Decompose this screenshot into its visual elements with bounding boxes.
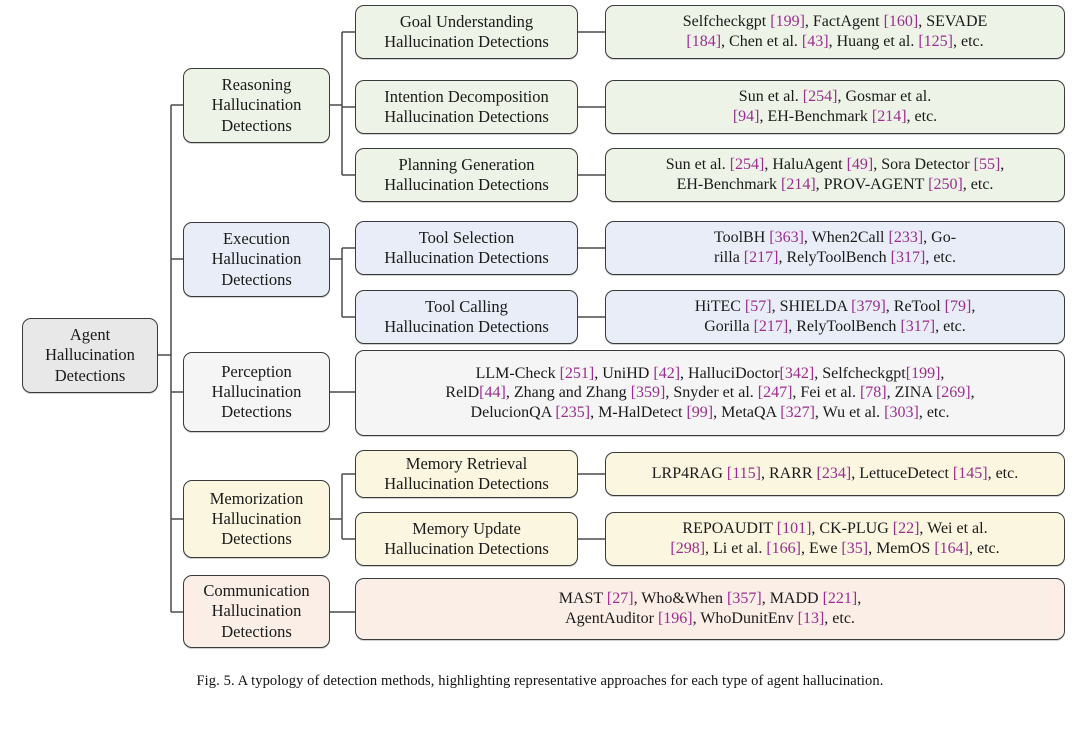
leaf-tool-selection-methods[interactable]: ToolBH [363], When2Call [233], Go-rilla …	[605, 221, 1065, 275]
node-goal-understanding-hallucination-detections[interactable]: Goal Understanding Hallucination Detecti…	[355, 5, 578, 59]
node-goal-understanding-label: Goal Understanding Hallucination Detecti…	[384, 11, 549, 51]
node-execution-label: Execution Hallucination Detections	[211, 229, 302, 289]
node-memory-retrieval-hallucination-detections[interactable]: Memory Retrieval Hallucination Detection…	[355, 450, 578, 498]
leaf-memory-update-methods[interactable]: REPOAUDIT [101], CK-PLUG [22], Wei et al…	[605, 512, 1065, 566]
figure-caption-wrapper: Fig. 5. A typology of detection methods,…	[0, 672, 1080, 690]
leaf-communication-text: MAST [27], Who&When [357], MADD [221],Ag…	[558, 590, 862, 627]
node-communication-hallucination-detections[interactable]: Communication Hallucination Detections	[183, 575, 330, 648]
node-execution-hallucination-detections[interactable]: Execution Hallucination Detections	[183, 222, 330, 297]
figure-caption: Fig. 5. A typology of detection methods,…	[196, 673, 884, 689]
leaf-tool-calling-text: HiTEC [57], SHIELDA [379], ReTool [79],G…	[694, 298, 976, 335]
leaf-memory-retrieval-text: LRP4RAG [115], RARR [234], LettuceDetect…	[651, 465, 1019, 483]
node-planning-generation-hallucination-detections[interactable]: Planning Generation Hallucination Detect…	[355, 148, 578, 202]
leaf-goal-understanding-methods[interactable]: Selfcheckgpt [199], FactAgent [160], SEV…	[605, 5, 1065, 59]
node-communication-label: Communication Hallucination Detections	[203, 581, 310, 641]
leaf-tool-calling-methods[interactable]: HiTEC [57], SHIELDA [379], ReTool [79],G…	[605, 290, 1065, 344]
node-memorization-hallucination-detections[interactable]: Memorization Hallucination Detections	[183, 480, 330, 558]
leaf-memory-retrieval-methods[interactable]: LRP4RAG [115], RARR [234], LettuceDetect…	[605, 452, 1065, 496]
node-memory-update-hallucination-detections[interactable]: Memory Update Hallucination Detections	[355, 512, 578, 566]
node-root-label: Agent Hallucination Detections	[45, 325, 135, 385]
node-tool-calling-label: Tool Calling Hallucination Detections	[384, 296, 549, 336]
node-memorization-label: Memorization Hallucination Detections	[209, 488, 304, 549]
leaf-memory-update-text: REPOAUDIT [101], CK-PLUG [22], Wei et al…	[670, 520, 1000, 557]
node-intention-decomposition-hallucination-detections[interactable]: Intention Decomposition Hallucination De…	[355, 80, 578, 134]
leaf-intention-decomposition-text: Sun et al. [254], Gosmar et al.[94], EH-…	[732, 88, 938, 125]
leaf-planning-generation-text: Sun et al. [254], HaluAgent [49], Sora D…	[665, 156, 1005, 193]
node-root-agent-hallucination-detections[interactable]: Agent Hallucination Detections	[22, 318, 158, 393]
node-memory-update-label: Memory Update Hallucination Detections	[384, 518, 549, 558]
leaf-tool-selection-text: ToolBH [363], When2Call [233], Go-rilla …	[713, 229, 957, 266]
leaf-goal-understanding-text: Selfcheckgpt [199], FactAgent [160], SEV…	[682, 13, 988, 50]
node-tool-calling-hallucination-detections[interactable]: Tool Calling Hallucination Detections	[355, 290, 578, 344]
leaf-communication-methods[interactable]: MAST [27], Who&When [357], MADD [221],Ag…	[355, 578, 1065, 640]
leaf-perception-text: LLM-Check [251], UniHD [42], HalluciDoct…	[445, 364, 975, 421]
leaf-intention-decomposition-methods[interactable]: Sun et al. [254], Gosmar et al.[94], EH-…	[605, 80, 1065, 134]
node-memory-retrieval-label: Memory Retrieval Hallucination Detection…	[384, 453, 549, 493]
node-tool-selection-hallucination-detections[interactable]: Tool Selection Hallucination Detections	[355, 221, 578, 275]
node-perception-hallucination-detections[interactable]: Perception Hallucination Detections	[183, 352, 330, 432]
node-perception-label: Perception Hallucination Detections	[211, 361, 302, 422]
node-tool-selection-label: Tool Selection Hallucination Detections	[384, 227, 549, 267]
node-planning-generation-label: Planning Generation Hallucination Detect…	[384, 154, 549, 194]
leaf-planning-generation-methods[interactable]: Sun et al. [254], HaluAgent [49], Sora D…	[605, 148, 1065, 202]
node-intention-decomposition-label: Intention Decomposition Hallucination De…	[384, 86, 549, 126]
leaf-perception-methods[interactable]: LLM-Check [251], UniHD [42], HalluciDoct…	[355, 350, 1065, 436]
node-reasoning-label: Reasoning Hallucination Detections	[211, 75, 302, 135]
node-reasoning-hallucination-detections[interactable]: Reasoning Hallucination Detections	[183, 68, 330, 143]
